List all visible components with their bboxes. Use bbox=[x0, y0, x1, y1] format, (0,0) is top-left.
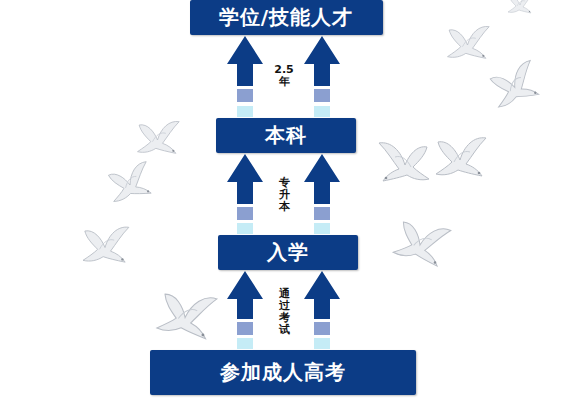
stage-title: 入学 bbox=[267, 239, 309, 266]
block-arrow bbox=[227, 154, 263, 234]
dove bbox=[379, 143, 429, 181]
block-arrow bbox=[227, 271, 263, 349]
step-label: 2.5 年 bbox=[271, 64, 297, 88]
block-arrow bbox=[304, 154, 340, 234]
dove bbox=[83, 227, 129, 262]
stage-title: 本科 bbox=[265, 122, 307, 149]
dove bbox=[106, 161, 154, 203]
dove bbox=[138, 121, 180, 153]
step-label: 通过考试 bbox=[278, 288, 291, 336]
stage-box: 参加成人高考 bbox=[150, 350, 416, 395]
dove bbox=[487, 60, 542, 109]
stage-box: 学位/技能人才 bbox=[190, 0, 383, 35]
dove bbox=[436, 138, 486, 176]
stage-box: 入学 bbox=[218, 235, 358, 270]
stage-box: 本科 bbox=[216, 118, 356, 153]
dove bbox=[393, 217, 451, 267]
dove bbox=[156, 289, 217, 339]
block-arrow bbox=[304, 36, 340, 117]
step-label: 专升本 bbox=[278, 177, 291, 213]
block-arrow bbox=[304, 271, 340, 349]
block-arrow bbox=[227, 36, 263, 117]
dove bbox=[448, 26, 490, 58]
dove bbox=[508, 0, 533, 13]
stage-title: 学位/技能人才 bbox=[219, 4, 353, 31]
stage-title: 参加成人高考 bbox=[220, 359, 346, 386]
